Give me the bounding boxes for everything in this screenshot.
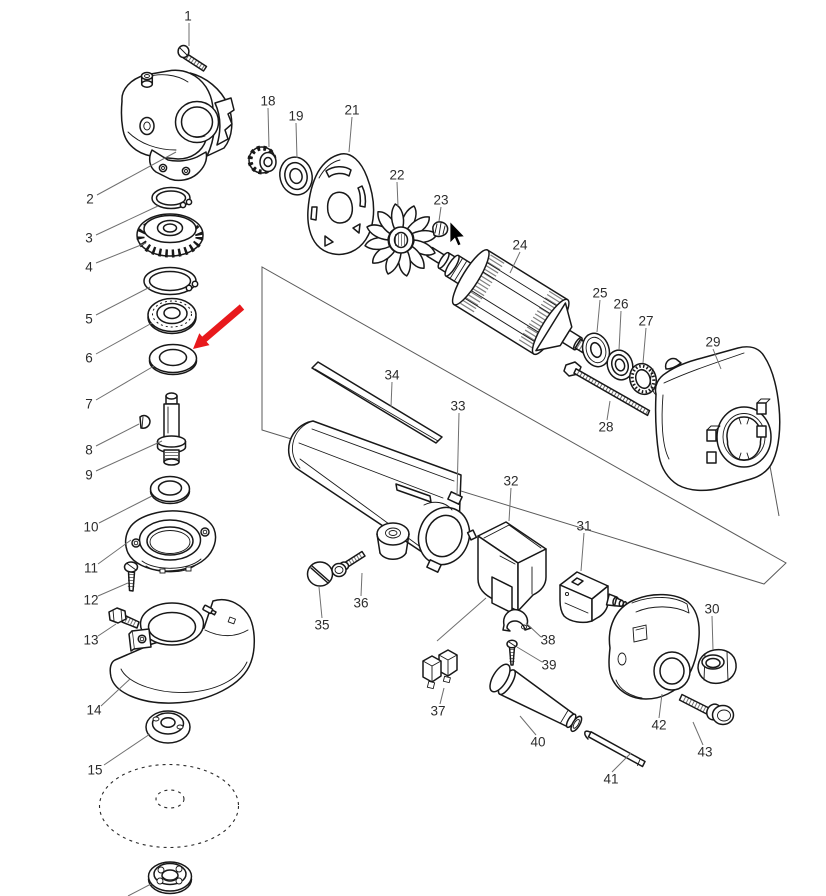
part-33-motor-housing: [287, 420, 471, 573]
part-label-9: 9: [85, 468, 93, 483]
part-label-19: 19: [288, 109, 303, 124]
part-31-switch: [559, 571, 628, 624]
part-label-10: 10: [83, 520, 98, 535]
part-10-washer: [149, 475, 191, 505]
part-label-6: 6: [85, 351, 93, 366]
part-27-rubber-ring: [628, 362, 658, 396]
part-label-32: 32: [503, 474, 518, 489]
part-label-18: 18: [260, 94, 275, 109]
part-label-34: 34: [384, 368, 400, 383]
part-label-24: 24: [512, 238, 528, 253]
part-label-40: 40: [530, 735, 545, 750]
part-12-pan-head-screw: [123, 561, 139, 592]
part-label-23: 23: [433, 193, 448, 208]
part-41-power-cord: [584, 730, 646, 768]
part-9-spindle: [156, 392, 187, 466]
part-lock-nut: [147, 861, 193, 895]
part-35-brush-holder-cap: [306, 561, 334, 587]
part-label-35: 35: [314, 618, 329, 633]
highlight-arrow: [193, 304, 245, 349]
grinding-wheel-dashed-outline: [98, 763, 240, 849]
part-label-43: 43: [697, 745, 712, 760]
mouse-cursor-icon: [449, 220, 466, 247]
part-18-pinion-gear: [247, 145, 277, 175]
part-label-7: 7: [85, 397, 93, 412]
part-label-14: 14: [86, 703, 102, 718]
part-1-screw: [177, 44, 208, 72]
part-label-11: 11: [84, 561, 98, 576]
part-label-21: 21: [344, 103, 359, 118]
part-37-connector: [422, 649, 458, 690]
part-label-15: 15: [87, 763, 102, 778]
part-25-insulation-washer: [581, 332, 611, 368]
part-38-cord-clamp: [502, 608, 532, 632]
part-label-33: 33: [450, 399, 465, 414]
part-4-spiral-bevel-gear: [136, 213, 204, 258]
part-label-1: 1: [184, 9, 192, 24]
part-label-5: 5: [85, 312, 93, 327]
part-15-inner-flange: [145, 710, 191, 744]
part-label-12: 12: [83, 593, 98, 608]
part-13-hex-bolt: [108, 607, 140, 629]
part-label-28: 28: [598, 420, 613, 435]
part-5-snap-ring: [143, 266, 199, 296]
part-26-ball-bearing: [606, 349, 634, 381]
part-36-screw: [331, 550, 366, 578]
part-label-8: 8: [85, 443, 93, 458]
part-label-41: 41: [603, 772, 618, 787]
part-42-rear-cover: [608, 593, 700, 700]
part-30-hex-nut: [697, 648, 737, 685]
part-3-snap-ring: [151, 186, 193, 210]
part-label-42: 42: [651, 718, 666, 733]
part-24-armature: [425, 246, 592, 356]
part-label-2: 2: [86, 192, 94, 207]
part-2-gear-housing: [120, 69, 235, 182]
part-11-bearing-box: [124, 510, 217, 574]
part-number-labels: 1 2 3 4 5 6 7 8 9 10 11 12 13 14 15 18 1…: [83, 9, 720, 787]
part-14-wheel-guard: [109, 599, 255, 704]
part-28-through-bolt: [563, 361, 651, 417]
part-6-ball-bearing: [147, 297, 197, 335]
part-label-37: 37: [430, 704, 445, 719]
part-29-field-housing: [650, 346, 781, 492]
part-34-label-strip: [311, 361, 443, 444]
part-39-screw: [506, 639, 518, 666]
part-label-4: 4: [85, 260, 93, 275]
part-label-27: 27: [638, 314, 653, 329]
part-label-22: 22: [389, 168, 404, 183]
part-22-fan: [363, 202, 439, 278]
part-43-hex-bolt: [678, 693, 735, 726]
part-label-3: 3: [85, 231, 93, 246]
part-label-30: 30: [704, 602, 719, 617]
part-label-29: 29: [705, 335, 720, 350]
part-label-38: 38: [540, 633, 555, 648]
leader-lines: [95, 23, 722, 896]
part-label-36: 36: [353, 596, 368, 611]
part-label-25: 25: [592, 286, 607, 301]
part-7-flat-washer: [148, 343, 198, 376]
part-21-baffle-plate: [307, 153, 375, 256]
part-label-26: 26: [613, 297, 628, 312]
part-label-13: 13: [83, 633, 98, 648]
part-23-deflector-chip: [432, 221, 449, 238]
part-8-woodruff-key: [139, 414, 151, 429]
part-40-cord-guard: [489, 663, 583, 733]
part-label-31: 31: [576, 519, 591, 534]
part-32-switch-cover: [466, 521, 547, 614]
part-label-39: 39: [541, 658, 556, 673]
part-19-ball-bearing: [279, 156, 313, 196]
